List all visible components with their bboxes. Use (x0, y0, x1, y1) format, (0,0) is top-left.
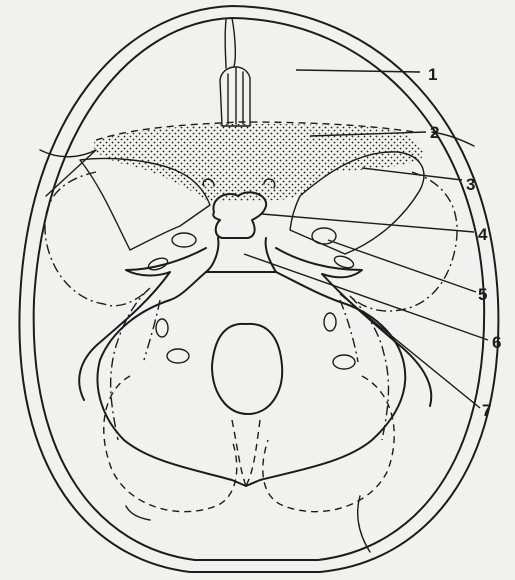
dash-mid-lower (232, 420, 260, 486)
foramen-left-upper (172, 233, 196, 247)
jugular-left (156, 319, 168, 337)
falx-line (232, 18, 235, 66)
inner-skull-outline (34, 18, 485, 560)
label-6: 6 (492, 333, 501, 352)
leader-6 (244, 254, 488, 340)
dash-occipital-left (104, 376, 237, 512)
leader-7 (340, 294, 480, 408)
leader-3 (362, 168, 462, 180)
lambdoid-left (126, 506, 150, 520)
dotted-anterior-region (94, 124, 423, 202)
jugular-right (324, 313, 336, 331)
condylar-right (333, 355, 355, 369)
label-2: 2 (430, 123, 439, 142)
label-5: 5 (478, 285, 487, 304)
dashdot-right-fossa (350, 172, 457, 311)
dashdot-left-fossa (45, 172, 150, 306)
foramen-left-lower (147, 256, 169, 272)
label-1: 1 (428, 65, 437, 84)
leader-4 (262, 214, 474, 232)
petrous-ridge-right (276, 248, 431, 406)
outer-skull-outline (19, 6, 498, 572)
lambdoid-right (358, 496, 370, 552)
crista-galli (220, 67, 250, 126)
label-7: 7 (482, 401, 491, 420)
leader-5 (328, 240, 476, 292)
label-4: 4 (478, 225, 488, 244)
foramen-magnum (212, 324, 282, 414)
clivus (206, 238, 276, 272)
condylar-left (167, 349, 189, 363)
frontal-midline-left (225, 20, 226, 68)
label-3: 3 (466, 175, 475, 194)
dash-occipital-right (263, 376, 394, 512)
